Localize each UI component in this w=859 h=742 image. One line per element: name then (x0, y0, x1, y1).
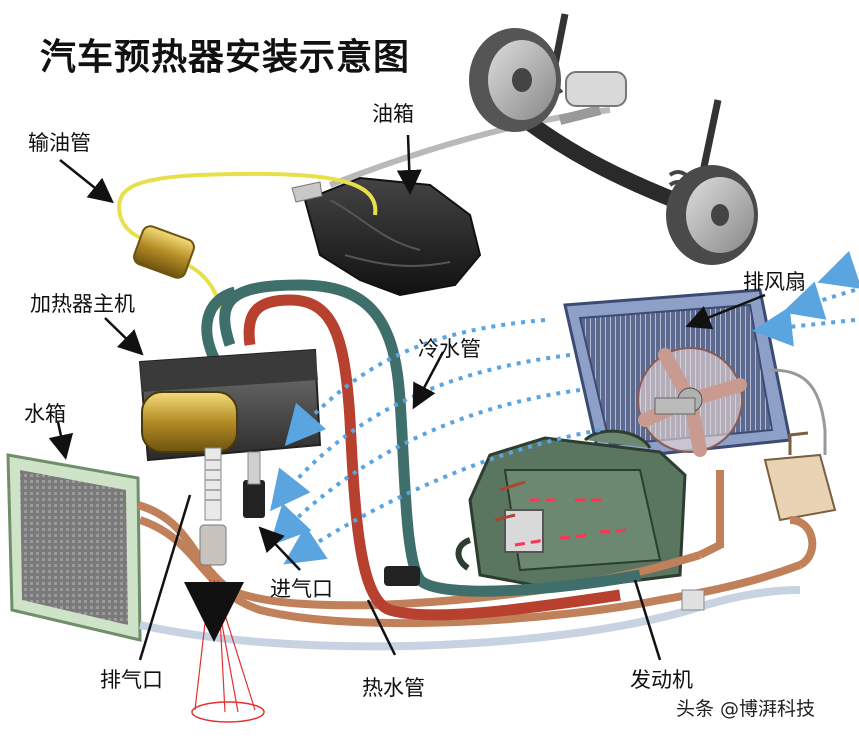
coolant-reservoir (763, 368, 837, 522)
fuel-filter (133, 225, 195, 279)
engine-block (455, 429, 687, 592)
label-leader-lines (48, 134, 766, 661)
engine-radiator (563, 288, 792, 462)
label-engine: 发动机 (630, 668, 693, 692)
wheel-rear-right (666, 165, 758, 265)
label-fuel-pipe: 输油管 (28, 131, 91, 155)
label-heater-main: 加热器主机 (30, 292, 135, 316)
label-radiator-fan: 排风扇 (743, 270, 806, 294)
wheel-rear-left (469, 28, 561, 132)
label-exhaust: 排气口 (100, 668, 163, 692)
label-cold-water-pipe: 冷水管 (418, 337, 481, 361)
heater-main-unit (138, 348, 322, 566)
airflow-arrows (269, 250, 859, 565)
exhaust-plume (184, 579, 265, 723)
label-water-tank: 水箱 (24, 402, 66, 426)
label-hot-water-pipe: 热水管 (362, 676, 425, 700)
fuel-tank-shape (291, 176, 482, 297)
watermark: 头条 @博湃科技 (676, 698, 816, 720)
water-tank-heater-core (6, 453, 142, 642)
label-fuel-tank: 油箱 (372, 102, 414, 126)
page-title: 汽车预热器安装示意图 (40, 37, 411, 78)
coolant-hoses (136, 279, 817, 651)
label-air-inlet: 进气口 (270, 577, 333, 601)
